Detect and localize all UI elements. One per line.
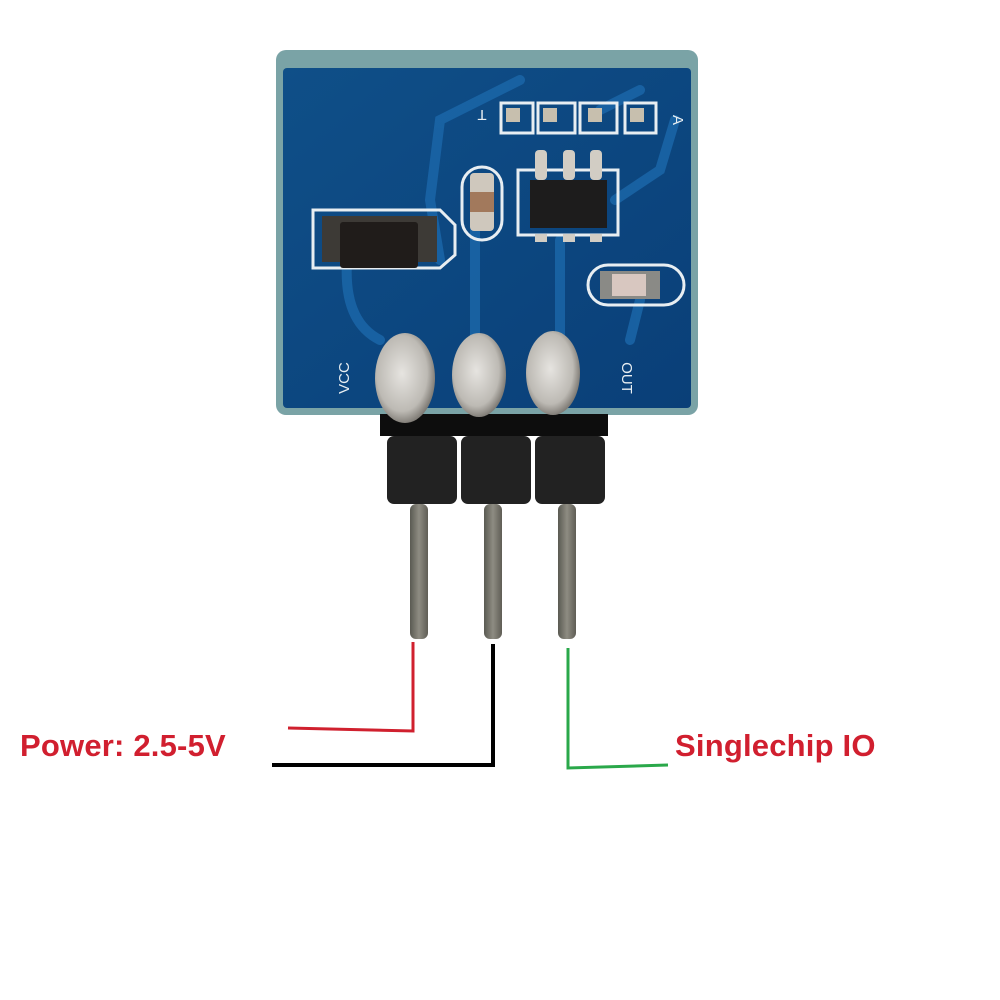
resistor [586, 263, 686, 307]
wires [272, 642, 669, 770]
silk-out: OUT [618, 362, 635, 394]
touch-ic [516, 150, 620, 242]
header-pins [410, 504, 576, 639]
out-wire [566, 648, 669, 770]
jumper-mark-a: A [669, 115, 686, 125]
gnd-wire [272, 644, 495, 767]
power-label: Power: 2.5-5V [20, 728, 226, 763]
silk-vcc: VCC [336, 362, 353, 394]
singlechip-io-label: Singlechip IO [675, 728, 876, 763]
smd-sensor-chip [311, 208, 457, 270]
jumper-pads: T A [477, 101, 686, 135]
jumper-mark-t: T [477, 106, 486, 123]
solder-joints [375, 331, 580, 423]
pin-header [380, 414, 608, 504]
capacitor [460, 165, 504, 242]
vcc-wire [287, 642, 415, 733]
